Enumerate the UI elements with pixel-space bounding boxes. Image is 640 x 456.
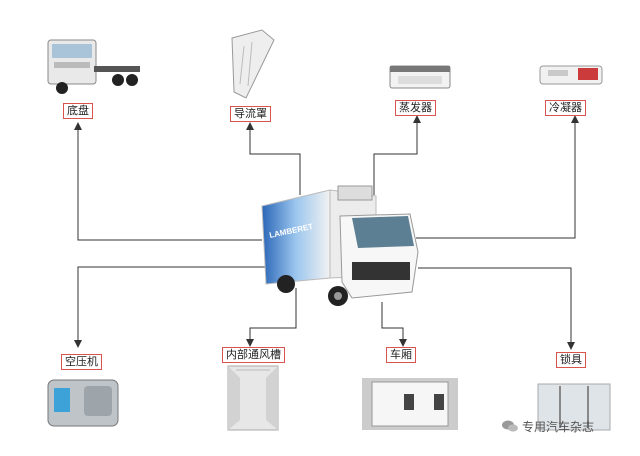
deflector-image — [231, 29, 275, 99]
evaporator-image — [389, 65, 451, 89]
label-compressor: 空压机 — [61, 354, 102, 370]
watermark: 专用汽车杂志 — [502, 418, 594, 435]
label-lock: 锁具 — [556, 352, 586, 368]
watermark-text: 专用汽车杂志 — [522, 420, 595, 434]
refrigerated-truck-image: LAMBERET — [261, 185, 419, 306]
line-compressor — [74, 266, 266, 348]
chassis-image — [47, 39, 140, 94]
line-evaporator — [373, 115, 421, 195]
label-evaporator: 蒸发器 — [395, 100, 436, 116]
condenser-image — [539, 65, 603, 85]
line-cargo-box — [381, 302, 407, 347]
label-condenser: 冷凝器 — [545, 100, 586, 116]
line-deflector — [246, 122, 301, 195]
lock-image — [537, 383, 611, 431]
compressor-image — [47, 379, 119, 427]
line-lock — [418, 267, 575, 350]
label-chassis: 底盘 — [63, 103, 93, 119]
wechat-icon — [502, 420, 518, 432]
label-deflector: 导流罩 — [230, 106, 271, 122]
label-cargo-box: 车厢 — [386, 347, 416, 363]
line-chassis — [74, 122, 262, 241]
line-air-duct — [246, 288, 297, 347]
label-air-duct: 内部通风槽 — [222, 347, 285, 363]
line-condenser — [416, 115, 579, 239]
air-duct-image — [227, 365, 279, 431]
cargo-box-image — [362, 378, 458, 430]
